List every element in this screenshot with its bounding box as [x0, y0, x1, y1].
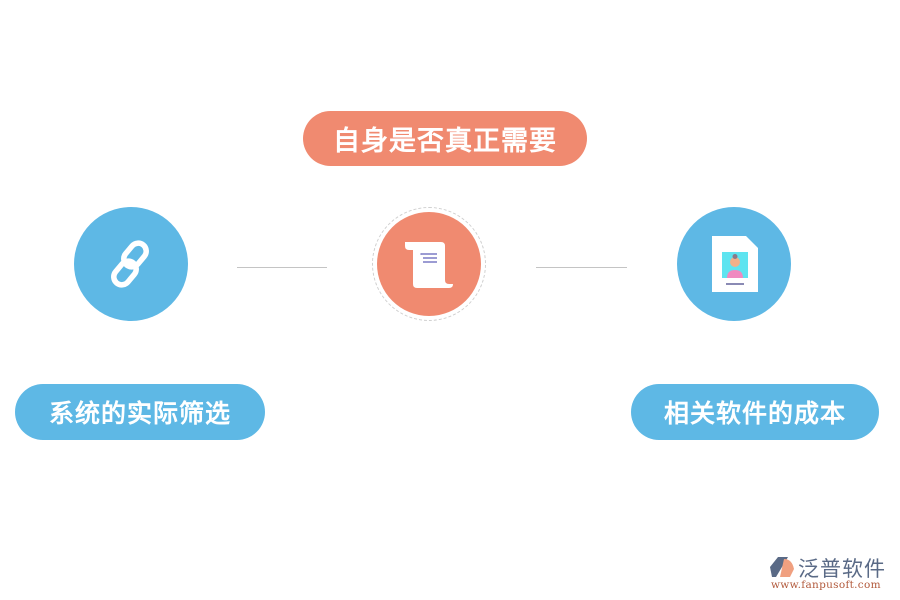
center-node-ring	[372, 207, 486, 321]
center-node-circle	[377, 212, 481, 316]
profile-document-icon	[712, 236, 758, 292]
fanpu-logo-icon	[770, 557, 794, 577]
brand-url: www.fanpusoft.com	[771, 579, 881, 591]
right-node-text: 相关软件的成本	[663, 399, 846, 428]
brand-logo: 泛普软件 www.fanpusoft.com	[768, 553, 896, 593]
right-node-label: 相关软件的成本	[631, 384, 879, 440]
left-node-text: 系统的实际筛选	[48, 399, 231, 428]
connector-line-left	[237, 267, 327, 268]
right-node-circle	[677, 207, 791, 321]
top-node-label: 自身是否真正需要	[303, 111, 587, 166]
chain-link-icon	[111, 240, 149, 288]
scroll-document-icon	[405, 242, 453, 288]
connector-line-right	[536, 267, 627, 268]
left-node-circle	[74, 207, 188, 321]
brand-name: 泛普软件	[798, 557, 886, 581]
top-node-reflection: 自身是否真正需要	[303, 166, 587, 196]
top-node-text: 自身是否真正需要	[333, 126, 557, 157]
left-node-label: 系统的实际筛选	[15, 384, 265, 440]
